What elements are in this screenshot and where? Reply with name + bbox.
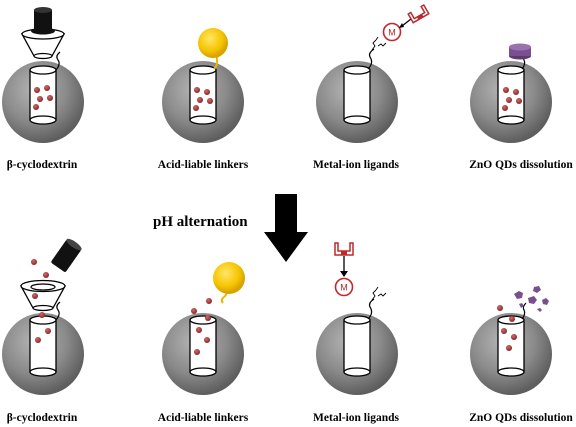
zno-quantum-dot-cap [509,43,531,60]
released-cargo [31,259,51,343]
metal-ion: M [382,22,402,42]
panel-bottom-acid-linkers [162,262,245,395]
binding-arrowhead [340,271,348,277]
ligand-chain [367,298,375,320]
metal-ion: M [334,277,354,297]
down-arrow-icon [264,194,308,262]
label-bottom-zno: ZnO QDs dissolution [469,412,573,424]
label-top-cyclodextrin: β-cyclodextrin [7,159,78,171]
label-bottom-metal-ligands: Metal-ion ligands [313,412,399,424]
panel-top-cyclodextrin [2,7,84,143]
ligand-chain [367,48,375,70]
linker-chain [55,51,61,71]
panel-bottom-cyclodextrin [2,238,84,395]
released-cargo [191,298,212,355]
pore-cylinder [343,65,371,125]
binding-arrow [401,18,412,27]
cargo-molecules [33,85,53,110]
label-top-acid-linkers: Acid-liable linkers [158,159,249,171]
label-top-metal-ligands: Metal-ion ligands [313,159,399,171]
dissolved-zno-fragments [514,286,549,312]
cargo-molecules [502,87,522,111]
panel-top-acid-linkers [162,28,244,143]
panel-top-zno [470,43,552,143]
linker-chain [55,301,61,321]
gold-nanoparticle-cap [198,28,228,58]
label-top-zno: ZnO QDs dissolution [469,159,573,171]
linker-chain [521,302,527,320]
cargo-molecules [193,87,213,111]
pore-cylinder [29,65,57,125]
metal-ion-label: M [388,28,396,38]
panel-top-metal-ligands: M [316,4,430,143]
ligand-bonds [371,36,387,51]
gold-nanoparticle-cap [213,262,245,294]
pore-cylinder [343,315,371,377]
released-cargo [497,305,517,351]
pore-cylinder [497,65,525,125]
panel-bottom-zno [470,286,552,395]
ligand-cap [407,4,430,24]
cyclodextrin-funnel [19,279,67,312]
panel-bottom-metal-ligands: M [316,242,398,395]
pore-cylinder [29,315,57,377]
detached-cap [51,238,82,272]
label-bottom-cyclodextrin: β-cyclodextrin [7,412,78,424]
adamantane-cap [31,7,55,35]
pore-cylinder [189,65,217,125]
pore-cylinder [189,315,217,377]
binding-arrowhead [399,23,404,28]
ligand-bonds [371,286,387,301]
ligand-cap [334,242,354,256]
ph-alternation-label: pH alternation [153,214,248,230]
label-bottom-acid-linkers: Acid-liable linkers [158,412,249,424]
metal-ion-label: M [340,283,348,293]
